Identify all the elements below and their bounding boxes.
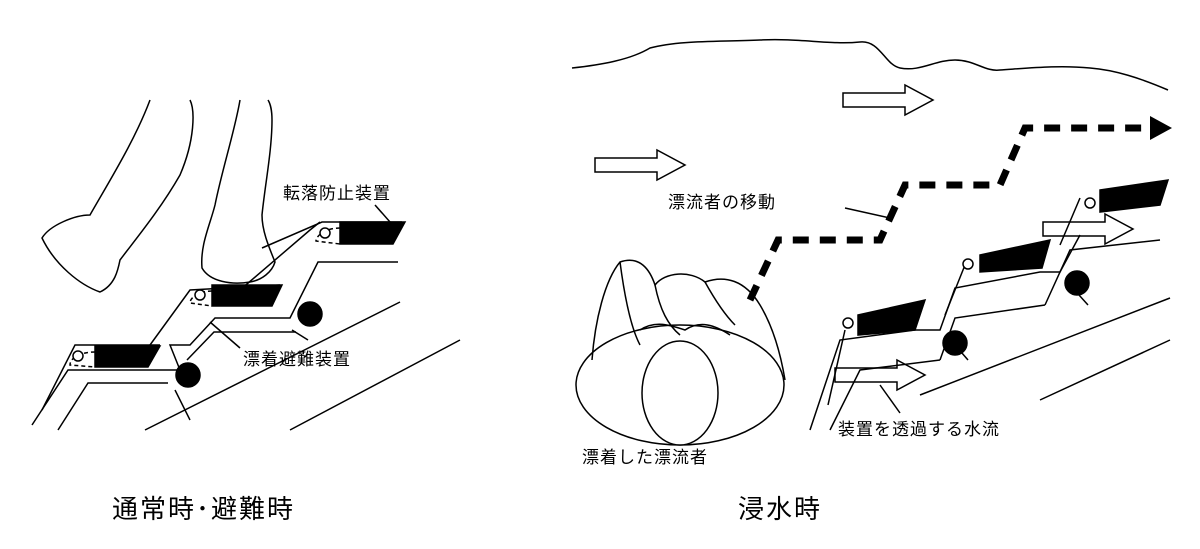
anti-fall-device-label: 転落防止装置 [283,184,391,204]
drifted-person-label: 漂着した漂流者 [582,448,708,468]
normal-caption: 通常時･避難時 [112,495,296,525]
drifted-person-illustration [575,259,786,446]
drift-rollers [175,301,323,388]
flood-caption: 浸水時 [738,495,823,525]
anti-fall-device-treads [69,221,407,368]
water-through-leader [879,384,901,414]
drifter-movement-label: 漂流者の移動 [668,193,776,213]
anti-fall-leader [374,204,391,223]
drifter-movement-arrowhead [1150,116,1172,140]
movement-leader [844,207,891,219]
feet-illustration [41,99,276,293]
flood-device-treads [842,179,1170,336]
drift-evacuation-device-label: 漂着避難装置 [243,350,351,370]
flood-rollers [942,270,1090,356]
water-flow-arrows [594,83,1135,392]
water-surface [571,38,1169,91]
stair-frame [31,221,461,431]
drifter-movement-path [746,124,1150,302]
normal-panel [31,99,461,431]
flood-stair-frame [809,197,1171,431]
flood-panel [571,38,1172,446]
drift-device-leader [209,321,241,349]
water-through-device-label: 装置を透過する水流 [838,420,1000,440]
